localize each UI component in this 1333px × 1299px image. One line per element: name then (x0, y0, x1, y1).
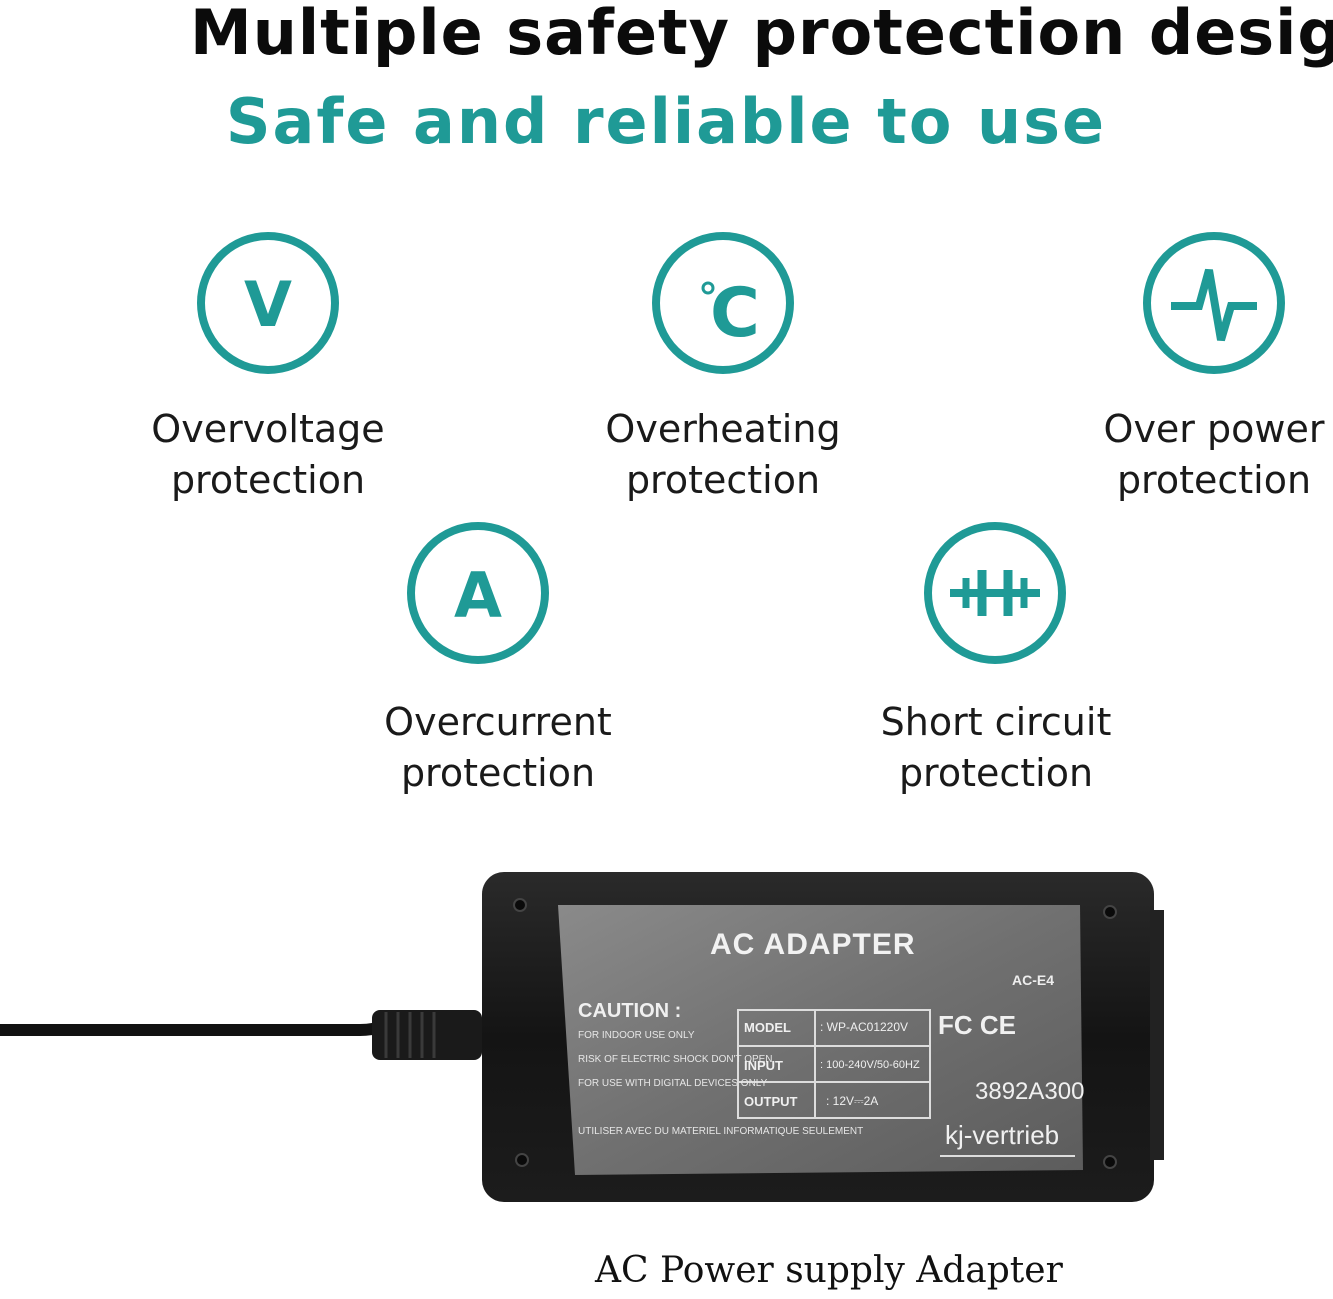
page-title: Multiple safety protection design (190, 0, 1333, 69)
caution-title: CAUTION : (578, 1000, 682, 1022)
spec-key: INPUT (744, 1058, 783, 1073)
spec-key: MODEL (744, 1020, 791, 1035)
spec-value: : WP-AC01220V (820, 1020, 909, 1034)
feature-label: Short circuit protection (880, 700, 1112, 795)
certification-marks: FC CE (938, 1010, 1016, 1040)
adapter-label-title: AC ADAPTER (710, 928, 916, 961)
adapter-brand: kj-vertrieb (945, 1120, 1060, 1150)
caution-line: RISK OF ELECTRIC SHOCK DON'T OPEN (578, 1054, 773, 1065)
svg-text:C: C (710, 274, 760, 353)
adapter-model-code: AC-E4 (1012, 972, 1055, 988)
feature-label: Over power protection (1103, 407, 1325, 502)
temperature-icon: C (652, 232, 794, 374)
pulse-icon (1143, 232, 1285, 374)
adapter-caption: AC Power supply Adapter (595, 1250, 1063, 1291)
spec-value: : 100-240V/50-60HZ (820, 1059, 920, 1071)
spec-value: : 12V⎓2A (826, 1094, 879, 1108)
svg-text:V: V (244, 268, 292, 341)
current-icon: A (407, 522, 549, 664)
svg-text:A: A (454, 559, 502, 632)
spec-key: OUTPUT (744, 1094, 798, 1109)
caution-line: FOR INDOOR USE ONLY (578, 1030, 695, 1041)
ac-adapter-image (0, 872, 1164, 1202)
feature-label: Overvoltage protection (151, 407, 385, 502)
page-subtitle: Safe and reliable to use (225, 85, 1107, 158)
voltage-icon: V (197, 232, 339, 374)
caution-line: FOR USE WITH DIGITAL DEVICES ONLY (578, 1078, 768, 1089)
adapter-serial: 3892A300 (975, 1078, 1085, 1105)
short-circuit-icon (924, 522, 1066, 664)
caution-footer: UTILISER AVEC DU MATERIEL INFORMATIQUE S… (578, 1126, 864, 1137)
feature-label: Overcurrent protection (384, 700, 612, 795)
feature-label: Overheating protection (605, 407, 841, 502)
